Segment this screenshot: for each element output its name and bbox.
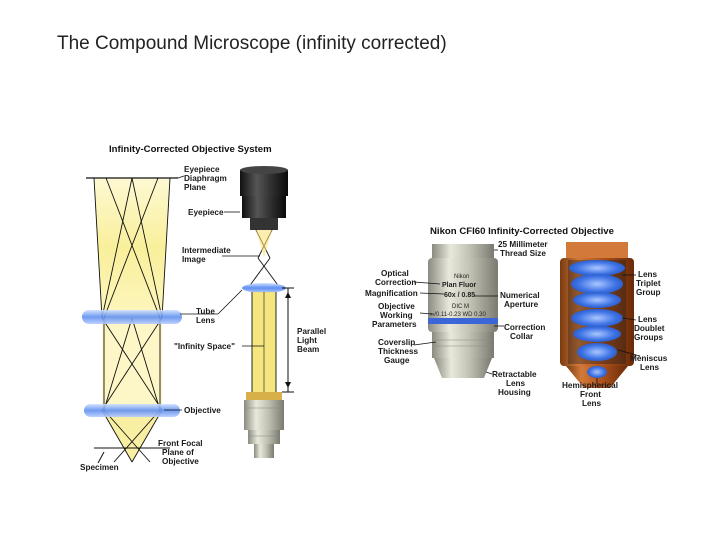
objective-marking-mag-na: 60x / 0.85 — [444, 292, 475, 299]
label-specimen: Specimen — [80, 463, 119, 472]
label-hemispherical-lens: Hemispherical Front Lens — [562, 381, 620, 408]
nikon-objective-icon — [428, 244, 498, 378]
left-diagram-title: Infinity-Corrected Objective System — [109, 144, 272, 155]
label-magnification: Magnification — [365, 289, 418, 298]
objective-marking-dic: DIC M — [452, 304, 469, 310]
label-parallel-beam: Parallel Light Beam — [297, 327, 328, 354]
ray-fan — [82, 177, 182, 464]
right-diagram-title: Nikon CFI60 Infinity-Corrected Objective — [430, 226, 614, 237]
label-optical-correction: Optical Correction — [375, 269, 416, 287]
cutaway-objective-icon — [560, 242, 634, 388]
label-lens-doublet: Lens Doublet Groups — [634, 315, 667, 342]
label-eyepiece: Eyepiece — [188, 208, 224, 217]
objective-icon — [244, 392, 284, 458]
tube-lens-right — [242, 283, 286, 293]
label-numerical-aperture: Numerical Aperture — [500, 291, 542, 309]
objective-marking-type: Plan Fluor — [442, 282, 477, 289]
label-coverslip-gauge: Coverslip Thickness Gauge — [378, 338, 420, 365]
label-front-focal-plane: Front Focal Plane of Objective — [158, 439, 205, 466]
label-infinity-space: "Infinity Space" — [174, 342, 235, 351]
label-working-parameters: Objective Working Parameters — [372, 302, 417, 329]
label-eyepiece-diaphragm: Eyepiece Diaphragm Plane — [184, 165, 229, 192]
objective-lens-left — [84, 404, 180, 417]
tube-lens-left — [82, 310, 182, 324]
slide-title: The Compound Microscope (infinity correc… — [57, 33, 447, 54]
label-lens-triplet: Lens Triplet Group — [636, 270, 663, 297]
label-tube-lens: Tube Lens — [196, 307, 217, 325]
label-thread-size: 25 Millimeter Thread Size — [498, 240, 550, 258]
eyepiece-icon — [240, 166, 288, 230]
label-objective: Objective — [184, 406, 221, 415]
parallel-beam-arrow — [282, 287, 294, 393]
objective-marking-params: ∞/0.11-0.23 WD 0.30 — [430, 312, 487, 318]
label-correction-collar: Correction Collar — [504, 323, 548, 341]
objective-marking-brand: Nikon — [454, 274, 469, 280]
label-retractable-housing: Retractable Lens Housing — [492, 370, 539, 397]
label-meniscus-lens: Meniscus Lens — [630, 354, 670, 372]
label-intermediate-image: Intermediate Image — [182, 246, 233, 264]
